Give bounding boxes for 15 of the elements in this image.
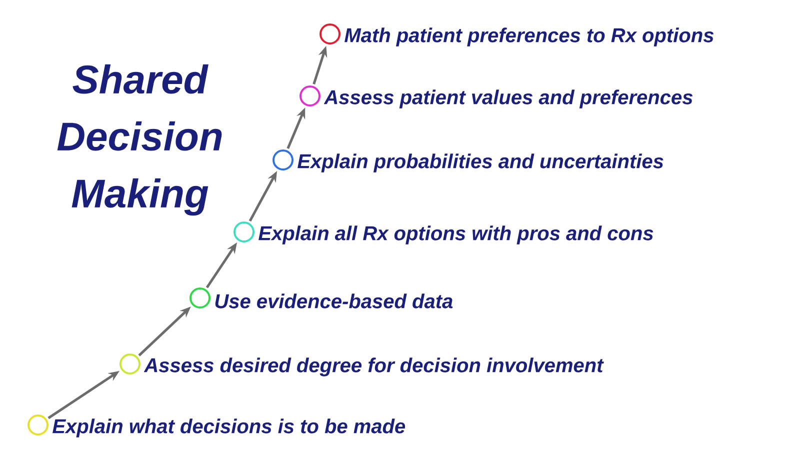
step-label: Math patient preferences to Rx options [344, 28, 714, 46]
step-label: Explain what decisions is to be made [52, 418, 406, 438]
step-label: Assess desired degree for decision involvement [144, 358, 604, 376]
step-circle [300, 86, 320, 106]
step-circle [190, 288, 210, 308]
step-circle [120, 354, 140, 374]
step-label: Assess patient values and preferences [324, 90, 693, 108]
step-circle [28, 414, 48, 436]
step-label: Explain all Rx options with pros and cons [258, 226, 654, 244]
step-circle [272, 150, 294, 170]
title: Shared Decision Making [57, 64, 222, 216]
step-label: Use evidence-based data [215, 294, 453, 308]
step-circle [234, 222, 254, 242]
step-circle [320, 24, 340, 44]
step-label: Explain probabilities and uncertainties [298, 154, 664, 172]
